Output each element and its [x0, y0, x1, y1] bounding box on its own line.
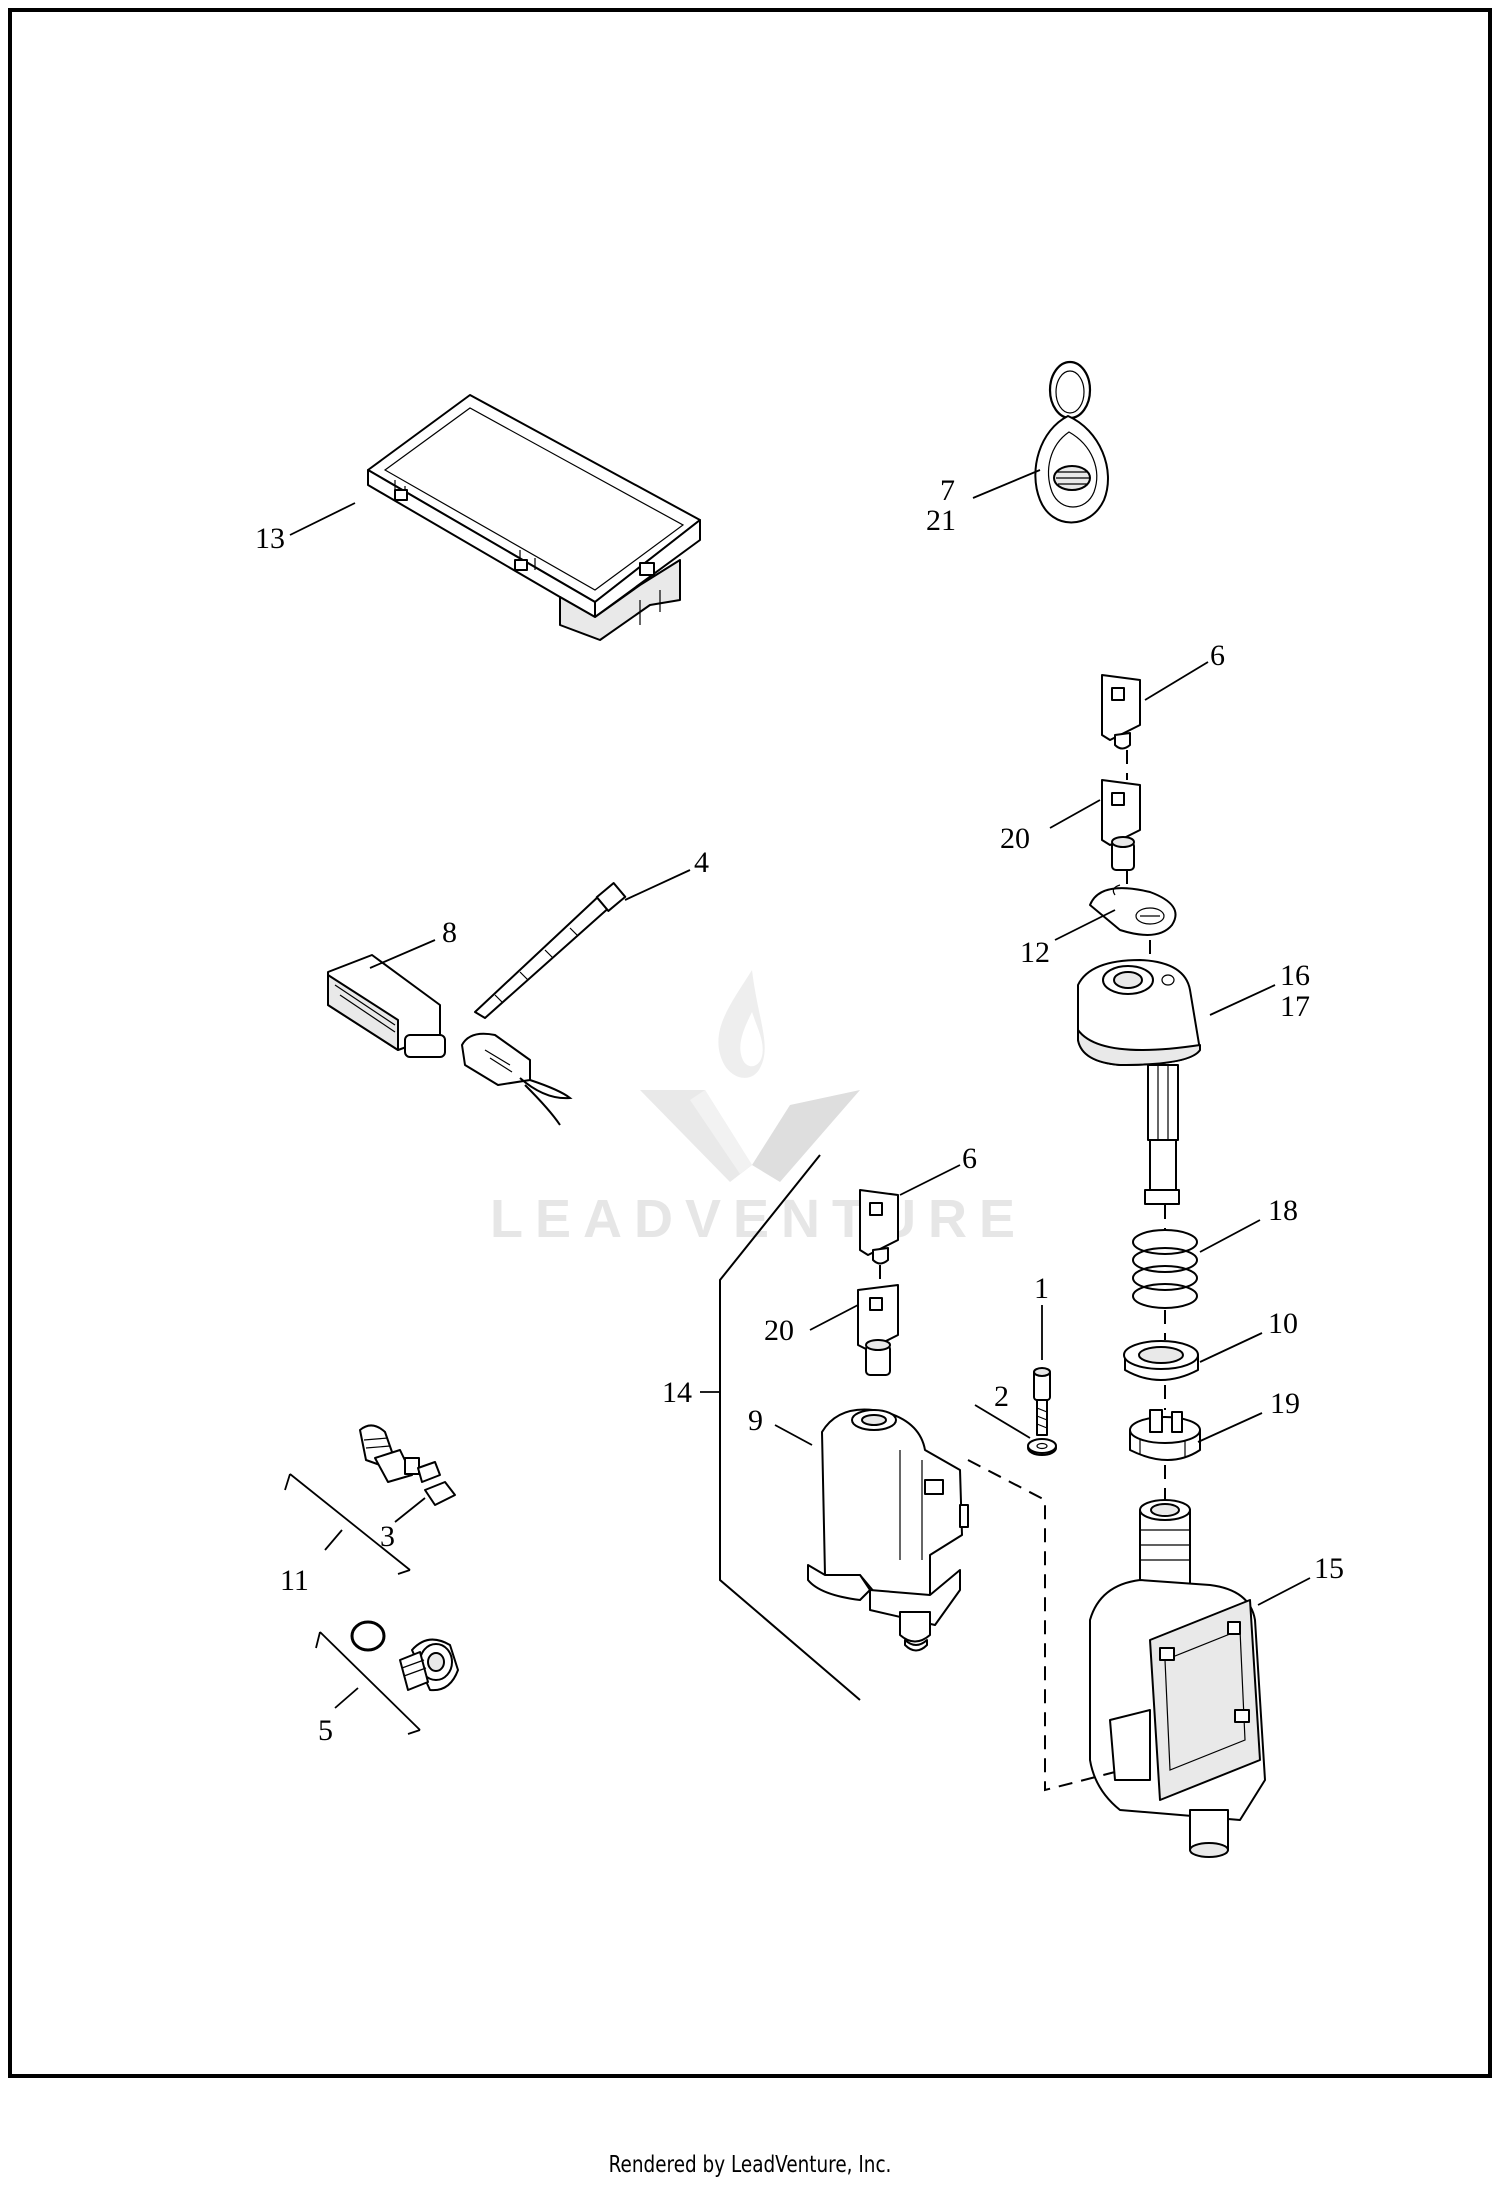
- bracket-11: [284, 1473, 411, 1575]
- part-13-module[interactable]: [367, 394, 701, 641]
- callout-4: 4: [694, 846, 709, 879]
- part-2-washer[interactable]: [1027, 1438, 1057, 1456]
- leader-7-21: [972, 469, 1041, 499]
- part-20-key-upper[interactable]: [1101, 779, 1141, 871]
- callout-6-upper: 6: [1210, 639, 1225, 672]
- part-6-key-lower[interactable]: [859, 1189, 899, 1265]
- leader-9: [774, 1424, 813, 1446]
- part-1-screw[interactable]: [1033, 1367, 1051, 1436]
- callout-11: 11: [280, 1564, 309, 1597]
- leader-2: [974, 1404, 1031, 1439]
- footer-credit: Rendered by LeadVenture, Inc.: [608, 2152, 892, 2178]
- leader-6-lower: [899, 1164, 961, 1196]
- leader-20-upper: [1049, 799, 1101, 829]
- callout-17: 17: [1280, 990, 1310, 1023]
- callout-2: 2: [994, 1380, 1009, 1413]
- callout-18: 18: [1268, 1194, 1298, 1227]
- callout-10: 10: [1268, 1307, 1298, 1340]
- callout-9: 9: [748, 1404, 763, 1437]
- leader-6-upper: [1144, 661, 1209, 701]
- part-19-collar[interactable]: [1129, 1409, 1201, 1461]
- callout-20-upper: 20: [1000, 822, 1030, 855]
- callout-14: 14: [662, 1376, 692, 1409]
- leader-5: [334, 1687, 359, 1709]
- leader-12: [1054, 909, 1116, 941]
- leader-15: [1257, 1577, 1311, 1606]
- leader-13: [289, 502, 356, 536]
- part-18-spring[interactable]: [1132, 1229, 1198, 1309]
- leader-19: [1197, 1412, 1263, 1443]
- part-10-bushing[interactable]: [1123, 1340, 1199, 1381]
- connector-line-9-15: [967, 1459, 1116, 1792]
- callout-16: 16: [1280, 959, 1310, 992]
- part-8-connector[interactable]: [327, 954, 573, 1126]
- axis-upper-stack: [1126, 750, 1151, 960]
- part-5-plug-assembly[interactable]: [350, 1620, 459, 1692]
- callout-1: 1: [1034, 1272, 1049, 1305]
- part-11-sensor-assembly[interactable]: [359, 1424, 456, 1506]
- callout-6-lower: 6: [962, 1142, 977, 1175]
- part-16-switch-housing[interactable]: [1077, 959, 1201, 1205]
- bracket-5: [315, 1631, 421, 1735]
- leader-20-lower: [809, 1304, 859, 1331]
- bracket-14: [719, 1154, 861, 1701]
- diagram-frame: [8, 8, 1492, 2078]
- callout-3: 3: [380, 1520, 395, 1553]
- leader-3: [394, 1497, 426, 1523]
- leader-8: [369, 939, 436, 969]
- part-12-cap-plate[interactable]: [1089, 884, 1177, 936]
- part-15-lock-body[interactable]: [1089, 1499, 1266, 1858]
- part-4-cable-tie[interactable]: [474, 882, 627, 1019]
- callout-5: 5: [318, 1714, 333, 1747]
- callout-7: 7: [940, 474, 955, 507]
- callout-20-lower: 20: [764, 1314, 794, 1347]
- callout-21: 21: [926, 504, 956, 537]
- callout-19: 19: [1270, 1387, 1300, 1420]
- part-7-key-fob[interactable]: [1034, 360, 1109, 524]
- callout-8: 8: [442, 916, 457, 949]
- leader-11: [324, 1529, 343, 1551]
- callout-13: 13: [255, 522, 285, 555]
- callout-15: 15: [1314, 1552, 1344, 1585]
- leader-16-17: [1209, 984, 1276, 1016]
- leader-10: [1199, 1332, 1263, 1363]
- part-9-housing[interactable]: [807, 1408, 969, 1652]
- part-6-key-upper[interactable]: [1101, 674, 1141, 750]
- leader-18: [1199, 1219, 1261, 1253]
- callout-12: 12: [1020, 936, 1050, 969]
- part-20-key-lower[interactable]: [857, 1284, 899, 1376]
- leader-4: [624, 869, 691, 901]
